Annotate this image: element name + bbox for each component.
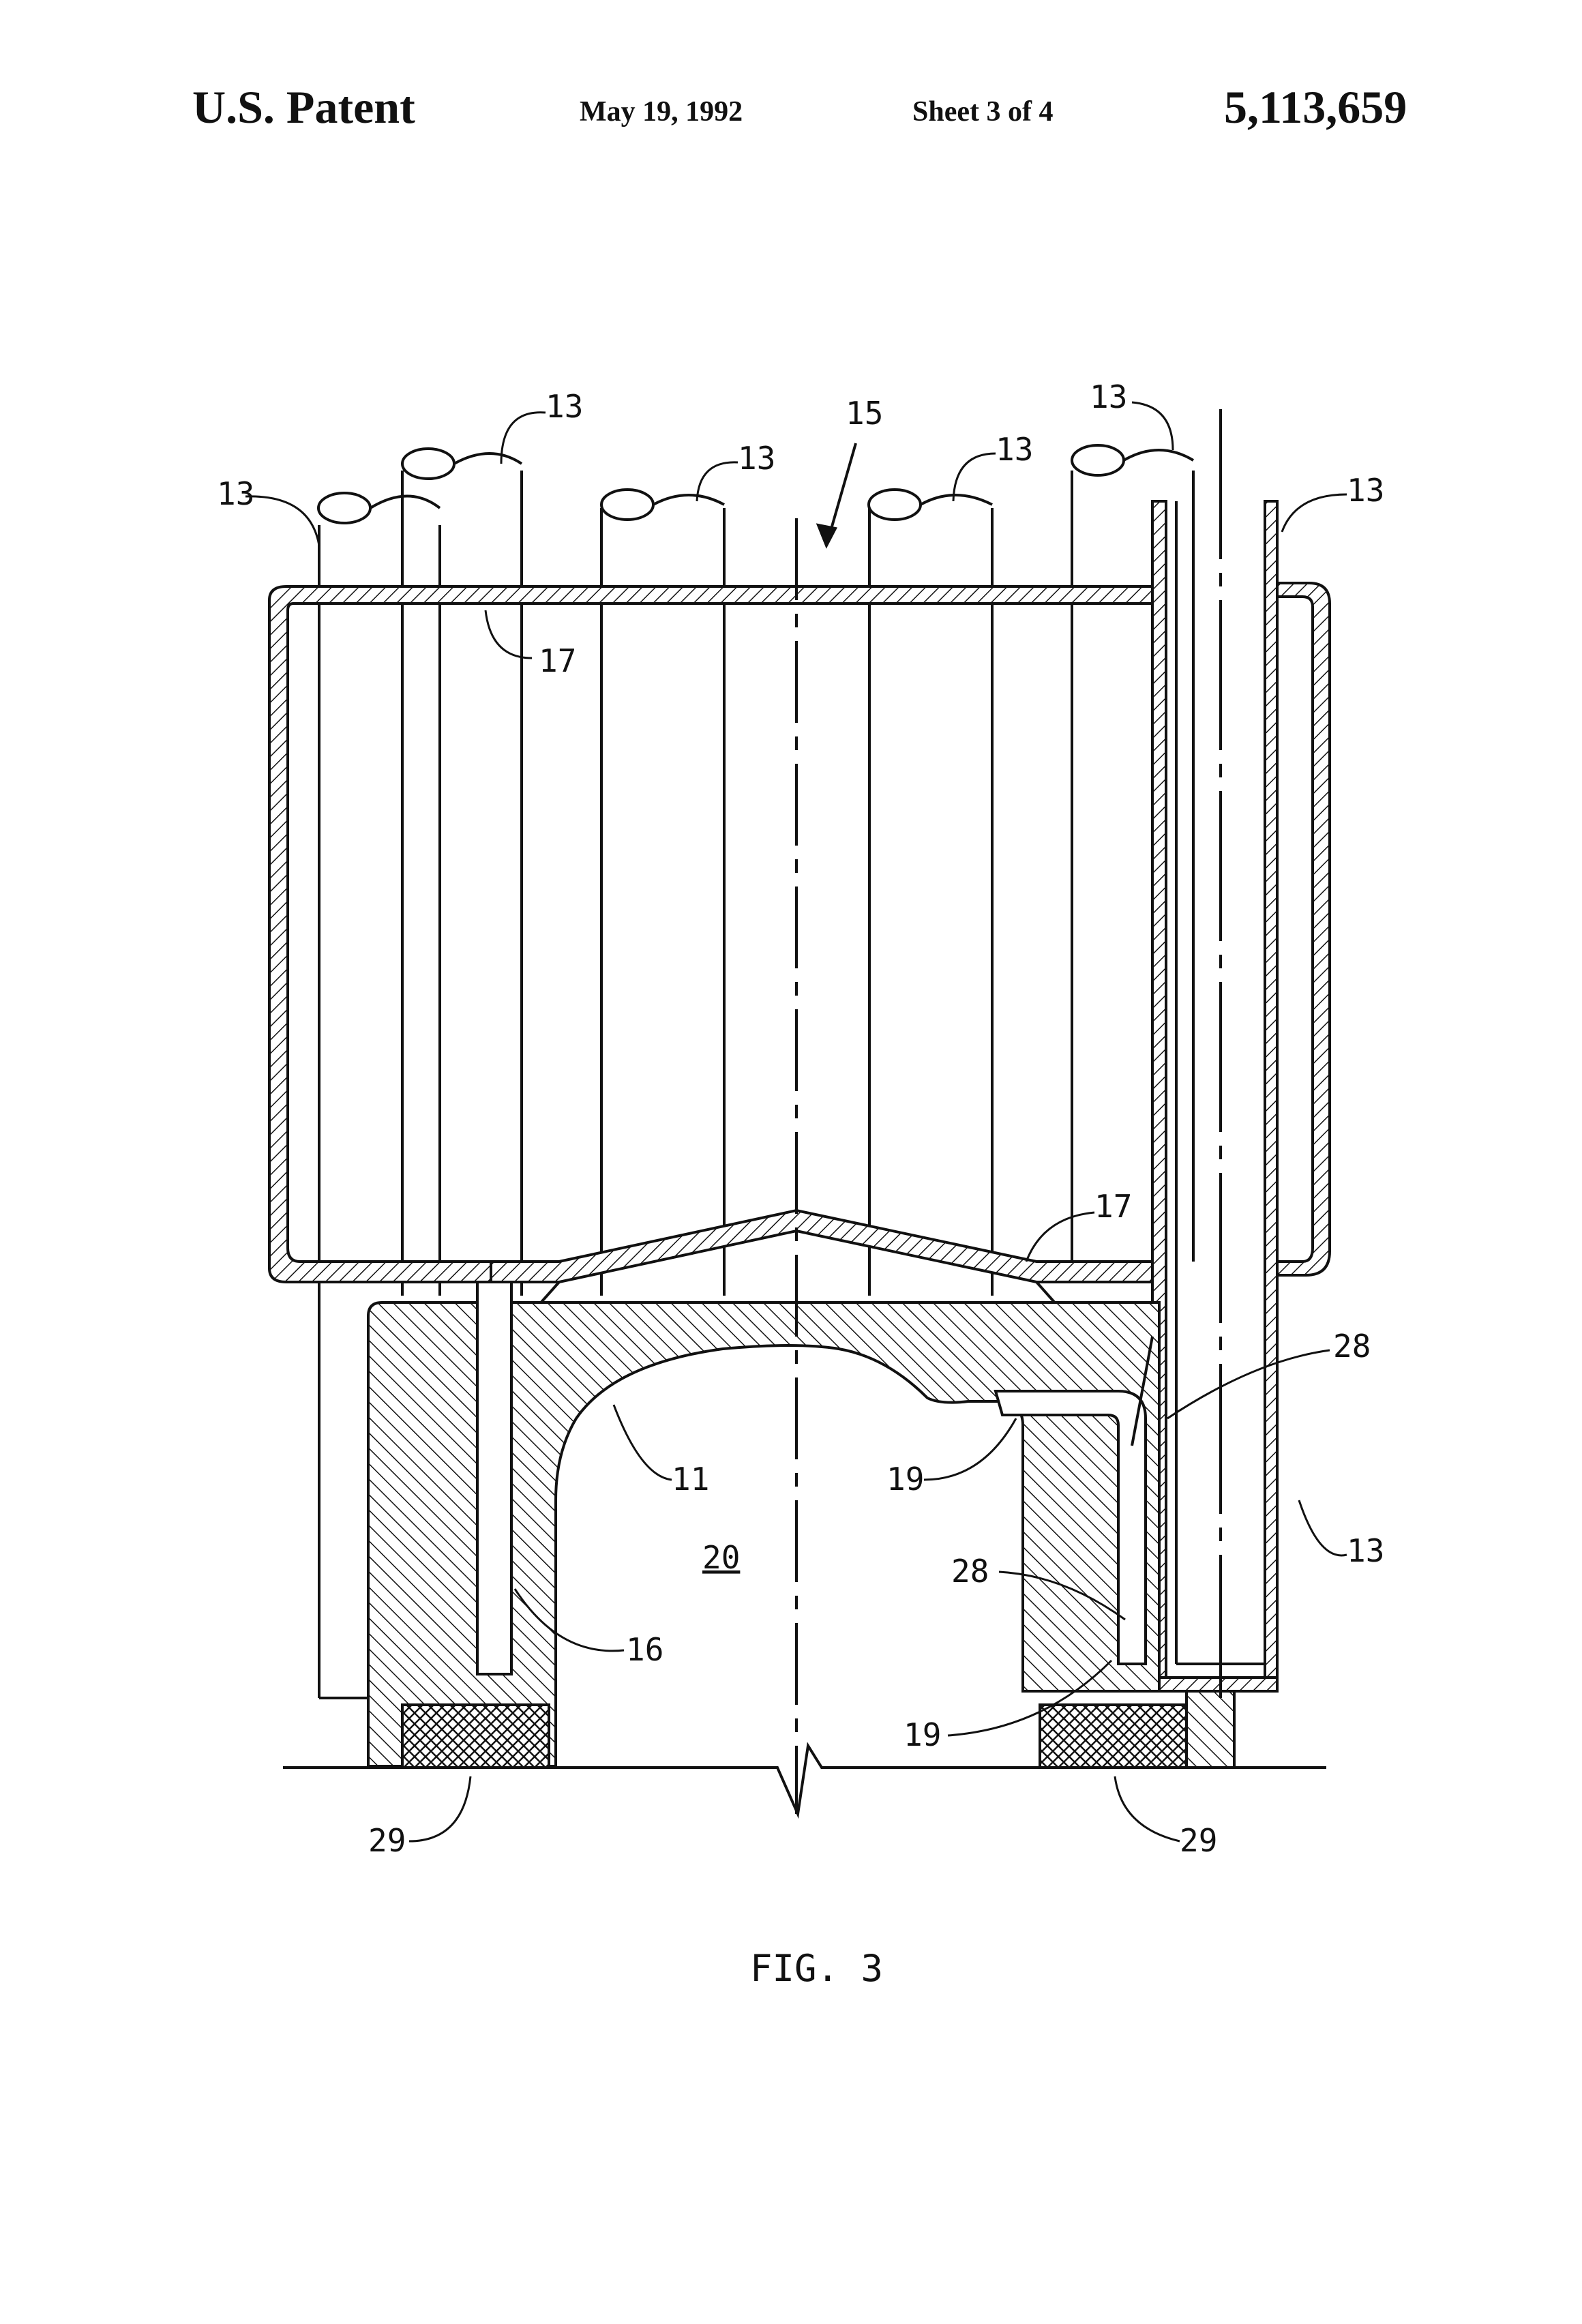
ref-29-left: 29: [368, 1822, 406, 1859]
ref-16: 16: [626, 1631, 663, 1668]
ref-19-lower: 19: [904, 1716, 941, 1753]
ref-13-second: 13: [546, 388, 583, 425]
right-loop: [1277, 583, 1330, 1275]
seal-left: [402, 1705, 549, 1768]
ref-13-top-right: 13: [1090, 378, 1127, 415]
ref-28-lower: 28: [951, 1553, 989, 1590]
ref-13-third: 13: [738, 440, 775, 477]
ref-17-lower: 17: [1094, 1188, 1132, 1225]
ref-13-fourth: 13: [996, 431, 1033, 468]
ref-11: 11: [672, 1461, 709, 1498]
figure-caption: FIG. 3: [750, 1947, 883, 1990]
ref-29-right: 29: [1180, 1822, 1217, 1859]
ref-15: 15: [846, 395, 883, 432]
bore: [477, 1282, 511, 1674]
seal-right: [1040, 1705, 1186, 1768]
ref-13-left: 13: [217, 475, 254, 512]
ref-20: 20: [702, 1539, 740, 1576]
ref-13-outer-right: 13: [1347, 472, 1384, 509]
ref-19-upper: 19: [886, 1461, 924, 1498]
ref-17-upper: 17: [539, 642, 576, 679]
ref-28-upper: 28: [1333, 1328, 1371, 1365]
ref-13-lower-right: 13: [1347, 1532, 1384, 1569]
tube-sheet-lower: [491, 1210, 1159, 1282]
